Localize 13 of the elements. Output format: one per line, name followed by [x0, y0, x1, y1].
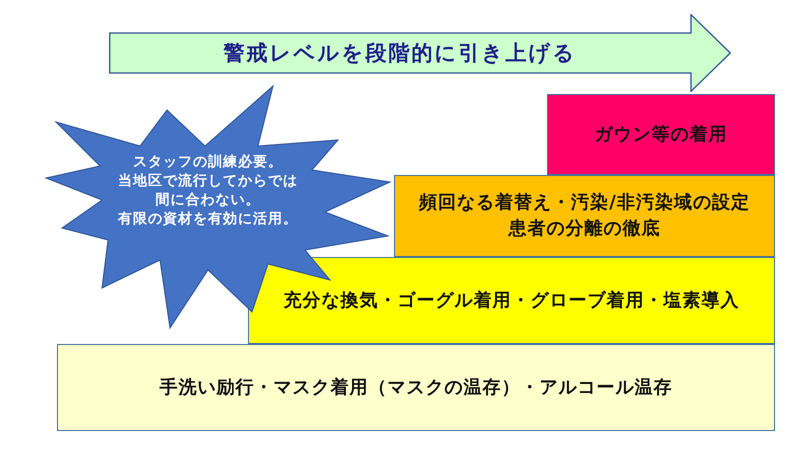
callout-text: スタッフの訓練必要。	[132, 153, 284, 172]
callout-text: 当地区で流行してからでは間に合わない。	[117, 172, 299, 210]
step-label: 手洗い励行・マスク着用（マスクの温存）・アルコール温存	[160, 376, 672, 400]
step-label: 患者の分離の徹底	[508, 217, 660, 241]
step-label: 充分な換気・ゴーグル着用・グローブ着用・塩素導入	[284, 288, 740, 312]
step-label: ガウン等の着用	[594, 122, 728, 146]
arrow-label: 警戒レベルを段階的に引き上げる	[222, 40, 578, 67]
step-box	[57, 344, 775, 431]
step-box	[248, 257, 775, 344]
callout-text: 有限の資材を有効に活用。	[116, 210, 299, 229]
step-label: 頻回なる着替え・汚染/非汚染域の設定	[419, 191, 750, 215]
step-box	[394, 175, 775, 257]
step-box	[547, 94, 775, 175]
